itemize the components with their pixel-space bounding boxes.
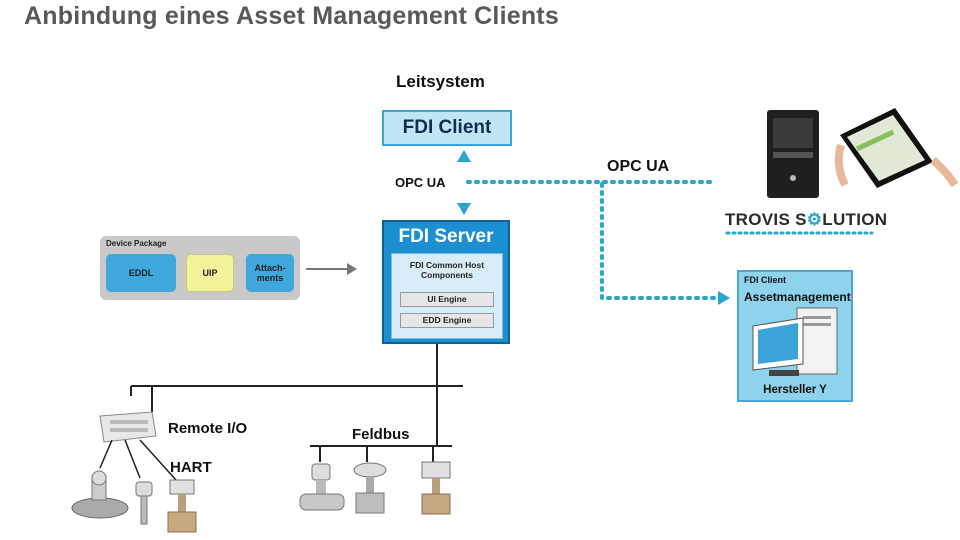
leitsystem-label: Leitsystem <box>396 72 485 91</box>
flow-meter-icon <box>71 470 129 519</box>
uip-chip: UIP <box>186 254 234 292</box>
remote-io-icon <box>99 411 157 443</box>
computer-icon <box>752 307 838 376</box>
remote-io-label: Remote I/O <box>168 420 248 437</box>
feldbus-flow-meter-icon <box>299 463 345 511</box>
fdi-server-box: FDI Server FDI Common Host Components UI… <box>382 220 510 344</box>
device-package: Device Package EDDL UIP Attach-ments <box>100 236 300 300</box>
asset-management-client-box: FDI Client Assetmanagement Hersteller Y <box>737 270 853 402</box>
host-components-panel: FDI Common Host Components UI Engine EDD… <box>391 253 503 339</box>
feldbus-valve-icon-2 <box>421 461 451 515</box>
control-valve-icon <box>167 479 197 533</box>
trovis-text-1: TROVIS S <box>725 210 807 229</box>
gear-icon: ⚙ <box>806 210 823 229</box>
eddl-chip: EDDL <box>106 254 176 292</box>
device-package-title: Device Package <box>106 239 167 248</box>
host-components-label: FDI Common Host Components <box>409 260 485 280</box>
attachments-chip: Attach-ments <box>246 254 294 292</box>
fdi-server-title: FDI Server <box>398 226 494 247</box>
opc-ua-label-right: OPC UA <box>607 158 670 175</box>
fdi-client-small-label: FDI Client <box>744 275 786 285</box>
edd-engine: EDD Engine <box>400 313 494 328</box>
opc-ua-dotted-line-down <box>600 182 722 300</box>
arrow-up-icon <box>457 150 471 162</box>
ui-engine: UI Engine <box>400 292 494 307</box>
hart-label: HART <box>170 459 212 476</box>
pc-and-tablet-icon <box>767 108 959 198</box>
feldbus-valve-icon-1 <box>353 462 387 514</box>
feldbus-label: Feldbus <box>352 426 410 443</box>
arrow-right-icon <box>718 291 730 305</box>
fdi-client-box: FDI Client <box>382 110 512 146</box>
page-title: Anbindung eines Asset Management Clients <box>24 2 559 30</box>
trovis-text-2: LUTION <box>822 210 888 229</box>
trovis-solution-logo: TROVIS S⚙LUTION <box>725 210 887 230</box>
hart-wires <box>99 439 177 481</box>
sensor-icon <box>135 481 153 525</box>
hersteller-label: Hersteller Y <box>763 384 827 396</box>
device-package-arrow-icon <box>347 263 357 275</box>
assetmanagement-label: Assetmanagement <box>744 290 851 304</box>
opc-ua-label-left: OPC UA <box>395 175 446 190</box>
arrow-down-icon <box>457 203 471 215</box>
